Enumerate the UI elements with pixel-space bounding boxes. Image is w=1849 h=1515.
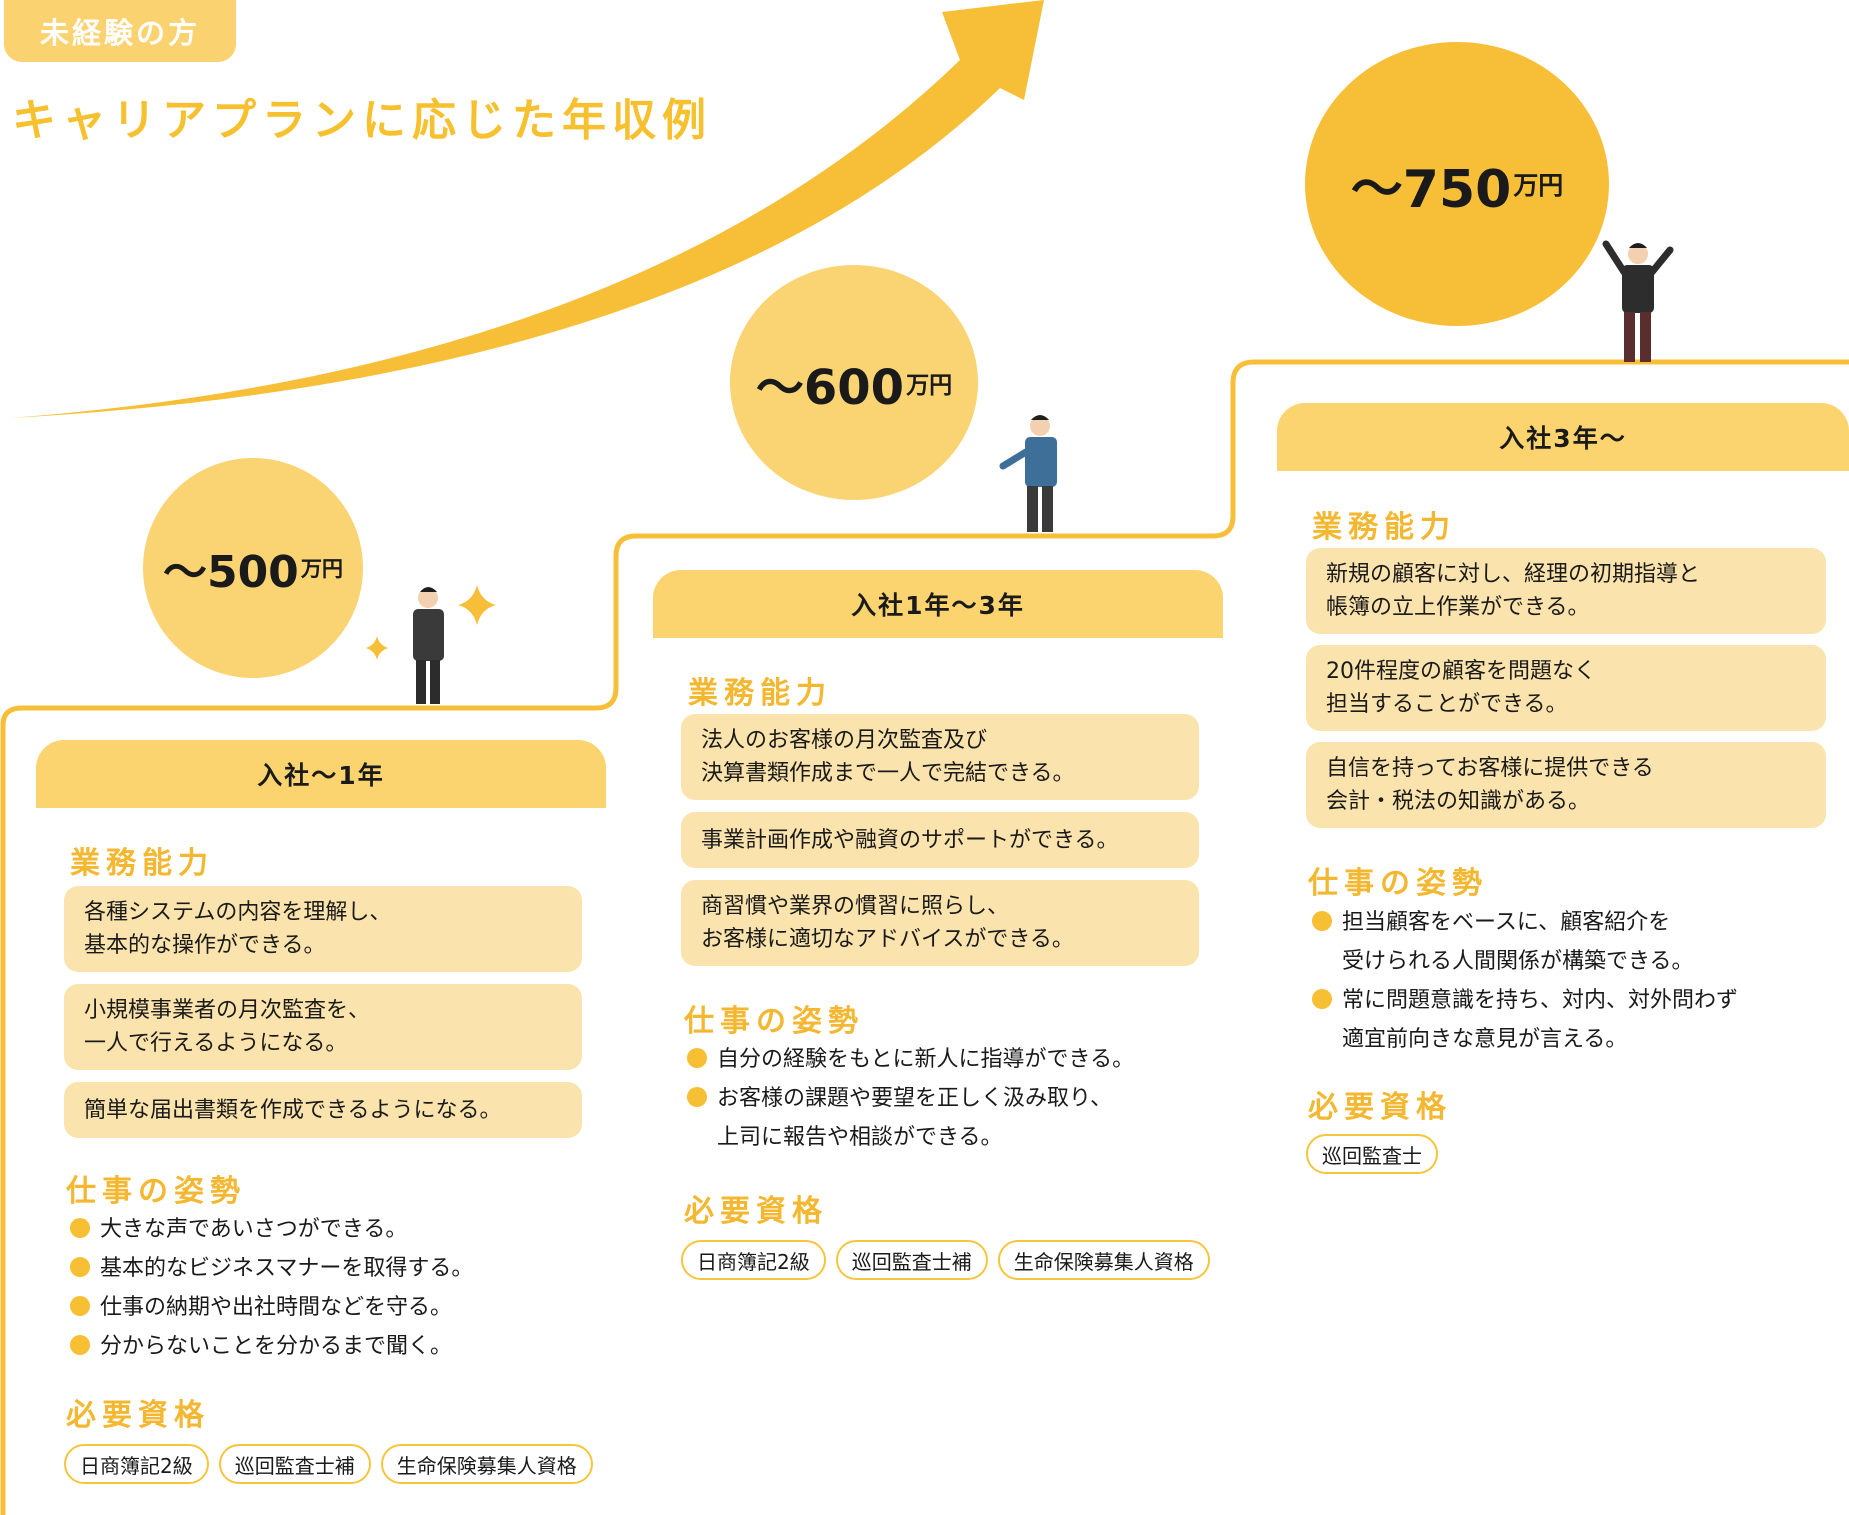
salary-amount: ～750 (1350, 159, 1512, 220)
salary-amount: ～500 (162, 547, 299, 598)
skill-item: 新規の顧客に対し、経理の初期指導と 帳簿の立上作業ができる。 (1306, 548, 1826, 634)
qualification-list: 巡回監査士 (1306, 1134, 1438, 1174)
section-heading-skills: 業務能力 (70, 846, 214, 881)
skill-item: 商習慣や業界の慣習に照らし、 お客様に適切なアドバイスができる。 (681, 880, 1199, 966)
attitude-item: 基本的なビジネスマナーを取得する。 (70, 1249, 473, 1288)
section-heading-attitude: 仕事の姿勢 (1308, 866, 1488, 901)
section-heading-quals: 必要資格 (66, 1398, 210, 1433)
stage-title-3: 入社3年～ (1277, 403, 1849, 471)
attitude-item: お客様の課題や要望を正しく汲み取り、 上司に報告や相談ができる。 (687, 1079, 1112, 1157)
attitude-item: 分からないことを分かるまで聞く。 (70, 1327, 452, 1366)
attitude-item: 大きな声であいさつができる。 (70, 1210, 407, 1249)
salary-unit: 万円 (1513, 171, 1564, 200)
bullet-icon (70, 1218, 90, 1238)
bullet-icon (70, 1257, 90, 1277)
skill-item: 20件程度の顧客を問題なく 担当することができる。 (1306, 645, 1826, 731)
qualification-tag: 日商簿記2級 (681, 1240, 826, 1280)
salary-unit: 万円 (906, 372, 953, 399)
qualification-tag: 巡回監査士補 (218, 1444, 371, 1484)
attitude-item: 仕事の納期や出社時間などを守る。 (70, 1288, 452, 1327)
header-badge: 未経験の方 (4, 0, 236, 62)
qualification-tag: 日商簿記2級 (64, 1444, 209, 1484)
skill-item: 法人のお客様の月次監査及び 決算書類作成まで一人で完結できる。 (681, 714, 1199, 800)
businessperson-icon (999, 415, 1057, 532)
bullet-icon (1312, 911, 1332, 931)
section-heading-skills: 業務能力 (688, 676, 832, 711)
qualification-list: 日商簿記2級 巡回監査士補 生命保険募集人資格 (64, 1444, 593, 1484)
qualification-tag: 巡回監査士 (1306, 1134, 1438, 1174)
attitude-item: 担当顧客をベースに、顧客紹介を 受けられる人間関係が構築できる。 (1312, 903, 1694, 981)
qualification-tag: 生命保険募集人資格 (380, 1444, 593, 1484)
section-heading-attitude: 仕事の姿勢 (66, 1174, 246, 1209)
skill-item: 事業計画作成や融資のサポートができる。 (681, 812, 1199, 868)
qualification-list: 日商簿記2級 巡回監査士補 生命保険募集人資格 (681, 1240, 1210, 1280)
growth-arrow-icon (10, 0, 1044, 418)
skill-item: 自信を持ってお客様に提供できる 会計・税法の知識がある。 (1306, 742, 1826, 828)
bullet-icon (70, 1296, 90, 1316)
stage-title-1: 入社～1年 (36, 740, 606, 808)
sparkle-icon (458, 585, 496, 625)
salary-amount: ～600 (755, 359, 905, 416)
skill-item: 簡単な届出書類を作成できるようになる。 (64, 1082, 582, 1138)
section-heading-skills: 業務能力 (1312, 510, 1456, 545)
attitude-item: 常に問題意識を持ち、対内、対外問わず 適宜前向きな意見が言える。 (1312, 981, 1738, 1059)
qualification-tag: 生命保険募集人資格 (997, 1240, 1210, 1280)
bullet-icon (1312, 989, 1332, 1009)
bullet-icon (70, 1335, 90, 1355)
page-title: キャリアプランに応じた年収例 (12, 95, 712, 146)
businessperson-icon (413, 587, 444, 704)
qualification-tag: 巡回監査士補 (835, 1240, 988, 1280)
career-step-line (0, 359, 1849, 1515)
attitude-item: 自分の経験をもとに新人に指導ができる。 (687, 1040, 1134, 1079)
bullet-icon (687, 1048, 707, 1068)
stage-title-2: 入社1年～3年 (653, 570, 1223, 638)
section-heading-quals: 必要資格 (1308, 1090, 1452, 1125)
sparkle-icon (366, 636, 388, 660)
salary-unit: 万円 (300, 556, 344, 581)
section-heading-attitude: 仕事の姿勢 (684, 1004, 864, 1039)
bullet-icon (687, 1087, 707, 1107)
businessperson-icon (1602, 240, 1674, 362)
skill-item: 小規模事業者の月次監査を、 一人で行えるようになる。 (64, 984, 582, 1070)
skill-item: 各種システムの内容を理解し、 基本的な操作ができる。 (64, 886, 582, 972)
section-heading-quals: 必要資格 (684, 1194, 828, 1229)
